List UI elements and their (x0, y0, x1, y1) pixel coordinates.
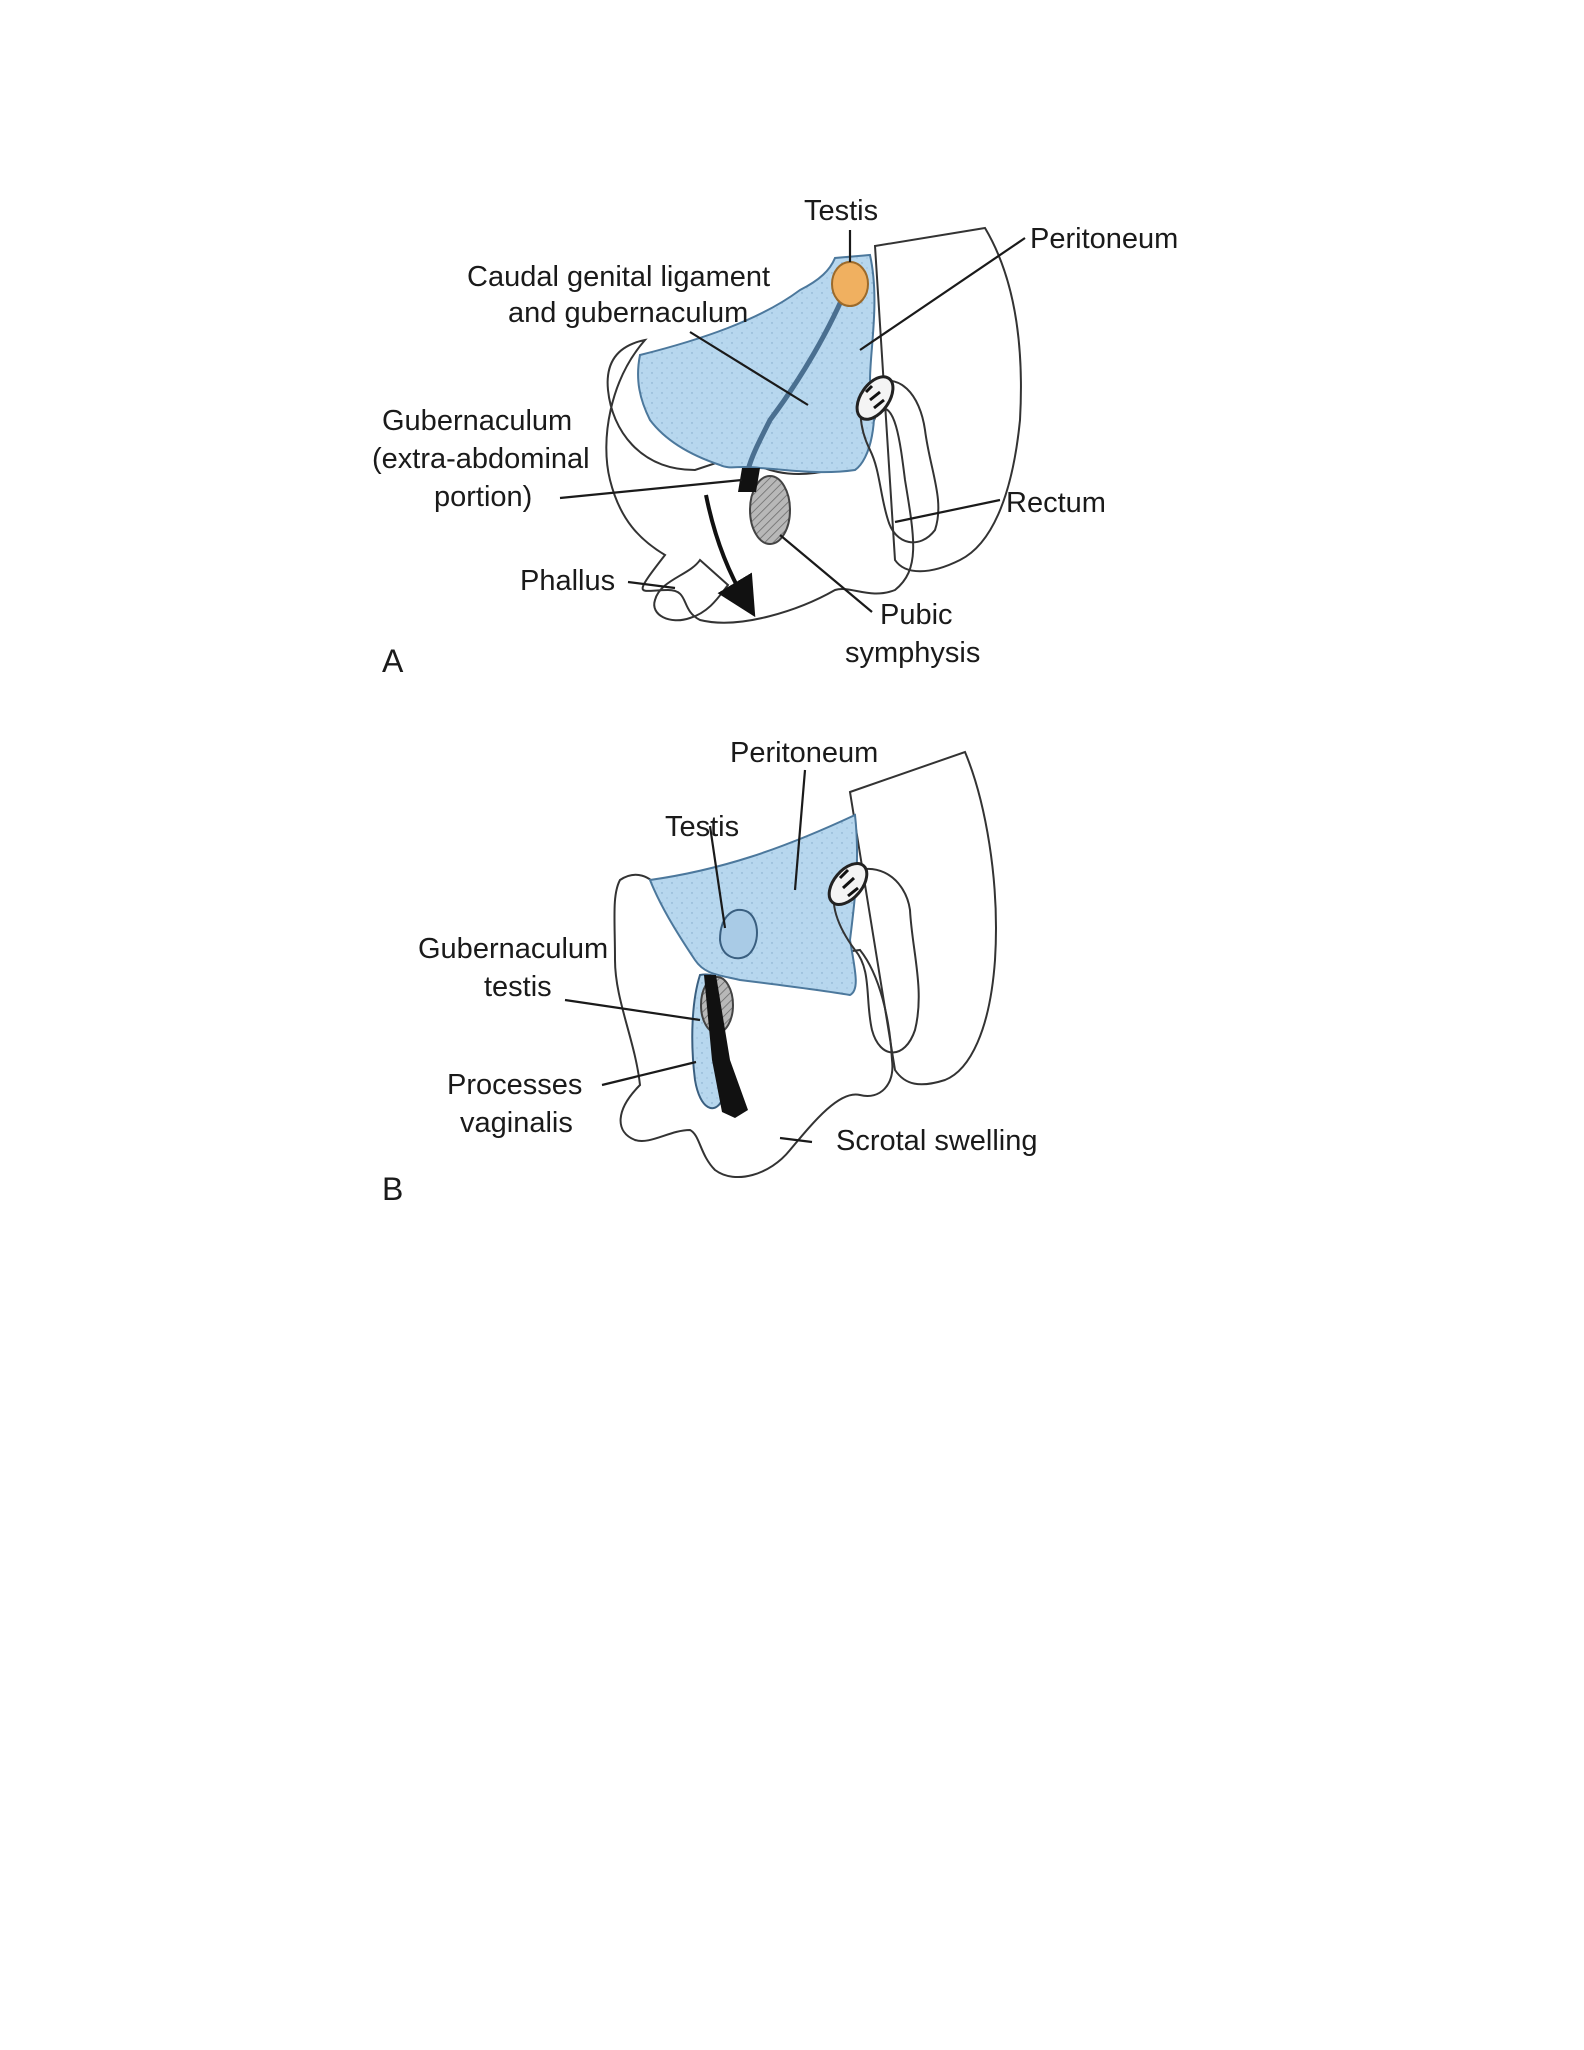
panel-a-descent-arrow (704, 494, 756, 618)
panel-b-testis-label: Testis (665, 811, 739, 843)
panel-b-leaders (564, 769, 813, 1144)
panel-a-drawing (605, 226, 1022, 624)
panel-a-gubernaculum-label-2: (extra-abdominal (372, 443, 590, 475)
panel-a-testis-label: Testis (804, 195, 878, 227)
panel-b-rectum-folds (838, 868, 859, 898)
panel-b-testis-shape (718, 908, 758, 960)
panel-a-pubic-shape (749, 475, 791, 545)
panel-b-processes-label-2: vaginalis (460, 1107, 573, 1139)
panel-a-phallus-label: Phallus (520, 565, 615, 597)
panel-a-gubernaculum-label-1: Gubernaculum (382, 405, 572, 437)
panel-a-pubic-label-1: Pubic (880, 599, 953, 631)
panel-a-rectum-shape (859, 379, 940, 544)
panel-a-rectum-lumen (855, 375, 895, 421)
panel-b-processes-label-1: Processes (447, 1069, 582, 1101)
panel-a-peritoneum-shape (637, 253, 876, 474)
panel-a-phallus-shape (653, 558, 730, 622)
panel-b-gubernaculum-fibres (704, 975, 748, 1118)
panel-a-body-wall (873, 226, 1022, 573)
panel-b-gubernaculum-label-1: Gubernaculum (418, 933, 608, 965)
panel-a-testis-shape (831, 261, 869, 307)
panel-a-rectum-folds (864, 384, 885, 410)
panel-b-rectum-shape (832, 867, 920, 1054)
panel-a-gubernaculum-band (745, 279, 853, 471)
panel-a-peritoneum-label: Peritoneum (1030, 223, 1178, 255)
panel-a-pelvic-tissue (605, 338, 915, 624)
panel-b-peritoneum-shape (648, 813, 859, 997)
panel-b-peritoneum-label: Peritoneum (730, 737, 878, 769)
panel-a-gubernaculum-label-3: portion) (434, 481, 532, 513)
panel-a-leaders (559, 230, 1026, 613)
panel-b-body-wall (848, 750, 997, 1086)
panel-b-scrotal-label: Scrotal swelling (836, 1125, 1037, 1157)
panel-a-caudal-label-2: and gubernaculum (508, 297, 748, 329)
panel-a-rectum-label: Rectum (1006, 487, 1106, 519)
panel-b-gubernaculum-label-2: testis (484, 971, 552, 1003)
panel-b-letter: B (382, 1171, 403, 1207)
panel-b-drawing (613, 750, 997, 1179)
panel-a-gubernaculum-extra (738, 468, 760, 492)
panel-a-letter: A (382, 643, 404, 679)
panel-a-pubic-label-2: symphysis (845, 637, 980, 669)
panel-a-caudal-label-1: Caudal genital ligament (467, 261, 770, 293)
